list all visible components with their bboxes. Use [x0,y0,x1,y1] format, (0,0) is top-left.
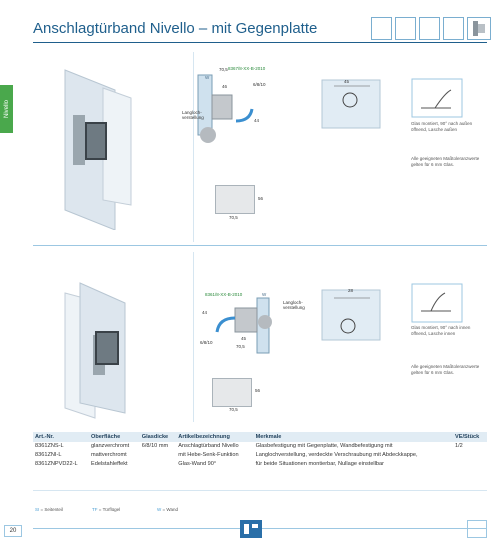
nav-box-2[interactable] [395,17,416,40]
table-cell: für beide Situationen montierbar, Nullag… [255,461,385,467]
drawing-1-bottom-plate [215,185,255,214]
legend-si: SI = Seitenteil [35,507,63,512]
hinge-thumbnail-box[interactable] [467,17,491,40]
table-cell: Langlochverstellung, verdeckte Verschrau… [255,452,418,458]
hinge-photo-1 [64,69,132,230]
section-divider [33,245,487,246]
table-cell: 8361ZNI-L [35,452,62,458]
drawing-2-bottom-plate [212,378,252,407]
table-cell: Anschlagtürband Nivello [178,443,239,449]
page-number: 20 [4,525,22,537]
legend-rule [33,490,487,491]
dim-label-b: 46 [222,84,228,89]
table-cell: 8361ZNPVD22-L [35,461,78,467]
table-cell: glanzverchromt [90,443,130,449]
title-rule [33,42,487,43]
page-title: Anschlagtürband Nivello – mit Gegenplatt… [33,20,318,37]
table-row: 8361ZNS-L glanzverchromt 6/8/10 mm Ansch… [33,442,487,451]
dim-label-c: 6/8/10 [253,82,266,87]
wall-marker-2: W [262,292,267,297]
dim-label-f: 56 [258,196,264,201]
nav-box-1[interactable] [371,17,392,40]
table-cell [140,460,177,469]
table-cell: 8361ZNS-L [35,443,64,449]
brand-logo [240,520,262,538]
wall-marker-1: W [205,75,210,80]
article-table: Art.-Nr. Oberfläche Glasdicke Artikelbez… [33,432,487,469]
section2-divider [193,252,194,422]
legend-tf: TF = Türflügel [92,507,121,512]
slot-adjust-label-2: Langloch- verstellung [283,300,305,310]
table-cell [453,451,487,460]
table-cell [140,451,177,460]
drawing-2-topview [321,289,381,341]
hinge-thumbnail-icon [473,21,485,36]
slot-adjust-label-1: Langloch- verstellung [182,110,204,120]
hinge-photo-2 [64,282,126,419]
dim-label-l: 70,5 [229,407,238,412]
nav-box-4[interactable] [443,17,464,40]
side-tab[interactable]: Nivello [0,85,13,133]
opening-diagram-icon-1 [411,78,463,118]
note-2a: Glas montiert, 90° nach innen öffnend, L… [411,325,471,336]
article-code-1: 8367/8-XX-B-2010 [228,66,266,71]
note-2b: Alle geeigneten Maßtoleranzwerte gelten … [411,364,480,375]
note-1a: Glas montiert, 90° nach außen öffnend, L… [411,121,473,132]
opening-diagram-icon-2 [411,283,463,323]
dim-label-d: 44 [254,118,260,123]
drawing-1-top [197,74,254,143]
table-cell: Glas-Wand 90° [178,461,217,467]
nav-box-3[interactable] [419,17,440,40]
drawing-1-topview [321,79,381,129]
col-header: VE/Stück [453,432,487,442]
table-cell: 1/2 [455,443,463,449]
col-header: Artikelbezeichnung [176,432,254,442]
dim-label-e: 70,5 [229,215,238,220]
col-header: Glasdicke [139,432,177,442]
dim-label-m: 56 [255,388,261,393]
table-header-row: Art.-Nr. Oberfläche Glasdicke Artikelbez… [33,432,487,442]
dim-label-j: 45 [241,336,247,341]
dim-label-k: 70,5 [236,344,245,349]
footer-box[interactable] [467,520,487,538]
col-header: Oberfläche [88,432,140,442]
note-1b: Alle geeigneten Maßtoleranzwerte gelten … [411,156,480,167]
dim-label-g: 45 [344,79,350,84]
dim-label-h: 44 [202,310,208,315]
dim-label-a: 70,5 [219,67,228,72]
table-cell: mit Hebe-Senk-Funktion [178,452,239,458]
table-row: 8361ZNI-L mattverchromt mit Hebe-Senk-Fu… [33,451,487,460]
table-cell: 6/8/10 mm [141,443,169,449]
col-header: Merkmale [253,432,454,442]
table-cell: Edelstahleffekt [90,461,128,467]
drawing-2-top [215,297,272,354]
table-cell [453,460,487,469]
section1-divider [193,52,194,242]
col-header: Art.-Nr. [33,432,89,442]
legend-w: W = Wand [157,507,178,512]
dim-label-n: 28 [348,288,354,293]
dim-label-i: 6/8/10 [200,340,213,345]
article-code-2: 8361/8-XX-B-2010 [205,292,243,297]
table-cell: mattverchromt [90,452,127,458]
table-row: 8361ZNPVD22-L Edelstahleffekt Glas-Wand … [33,460,487,469]
table-cell: Glasbefestigung mit Gegenplatte, Wandbef… [255,443,393,449]
